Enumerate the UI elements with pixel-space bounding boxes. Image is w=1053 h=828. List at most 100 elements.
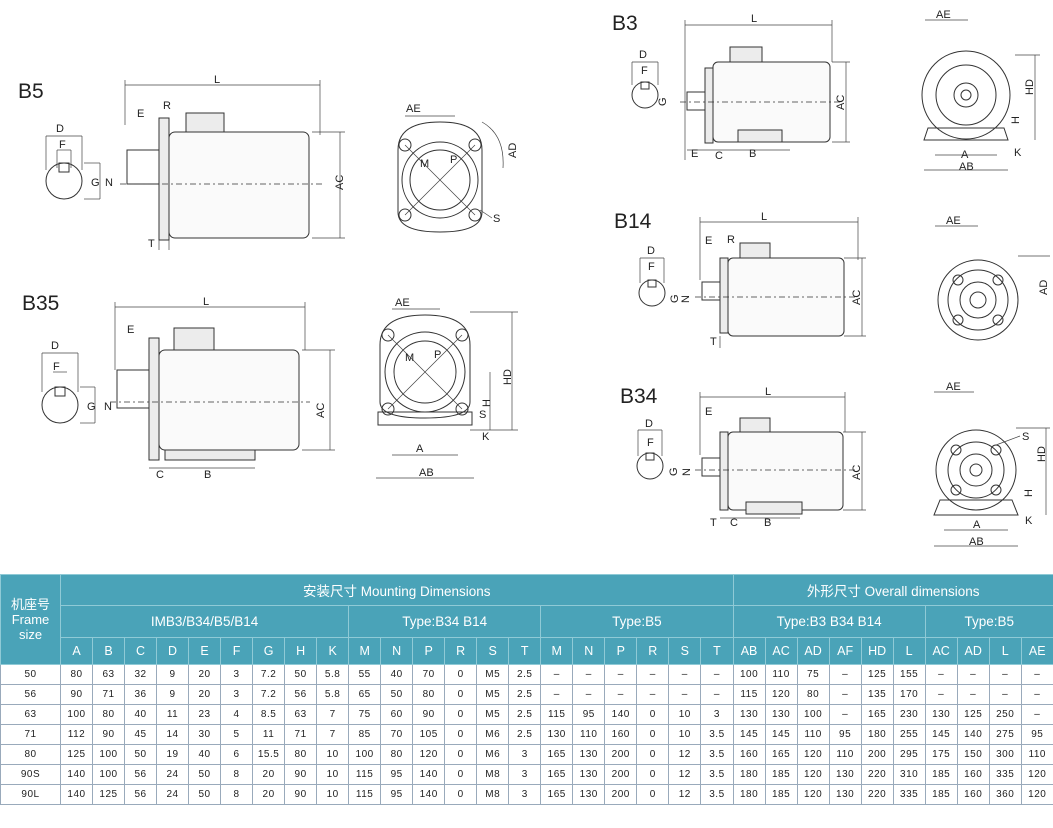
table-cell: 0 (636, 744, 670, 765)
table-cell: 165 (764, 744, 798, 765)
table-cell: – (924, 664, 958, 685)
b34-label-N: N (681, 468, 693, 476)
table-cell: 71 (92, 684, 126, 705)
column-header: S (668, 637, 702, 665)
b3-label-G: G (657, 97, 669, 106)
drawings-svg: B5 D F G N L E R AC T (18, 9, 1050, 548)
table-cell: 90 (92, 724, 126, 745)
column-header: R (444, 637, 478, 665)
b3-title: B3 (612, 12, 638, 35)
column-header: C (124, 637, 158, 665)
table-cell: 0 (636, 764, 670, 785)
table-cell: 50 (188, 784, 222, 805)
column-header: E (188, 637, 222, 665)
table-cell: 0 (444, 704, 478, 725)
b14-label-T: T (710, 336, 717, 348)
table-cell: 3.5 (700, 784, 734, 805)
table-cell: 20 (252, 764, 286, 785)
table-cell: 145 (764, 724, 798, 745)
table-cell: 75 (796, 664, 830, 685)
b35-motor-body (158, 349, 300, 451)
b14-label-L: L (761, 211, 767, 223)
table-cell: 170 (892, 684, 926, 705)
table-cell: 12 (668, 744, 702, 765)
frame-header-size: size (18, 627, 43, 642)
table-cell: 80 (59, 664, 94, 685)
b34-label-D: D (645, 418, 653, 430)
table-cell: 140 (412, 764, 446, 785)
b5-flange (158, 117, 170, 241)
b5-label-L: L (214, 74, 220, 86)
table-cell: 185 (764, 784, 798, 805)
table-cell: 295 (892, 744, 926, 765)
table-cell: 300 (988, 744, 1022, 765)
b35-label-AB: AB (419, 467, 434, 479)
b35-label-F: F (53, 361, 60, 373)
b35-label-HD: HD (502, 369, 514, 385)
table-cell: 0 (636, 704, 670, 725)
table-cell: 275 (988, 724, 1022, 745)
b34-label-A: A (973, 519, 981, 531)
table-cell: 165 (540, 764, 574, 785)
table-cell: 10 (668, 724, 702, 745)
frame-size-cell: 63 (0, 704, 61, 725)
b35-label-G: G (87, 401, 96, 413)
subgroup-b34-b14: Type:B34 B14 (348, 605, 542, 638)
table-cell: 125 (92, 784, 126, 805)
table-cell: 180 (732, 784, 766, 805)
table-cell: 50 (124, 744, 158, 765)
table-cell: 160 (604, 724, 638, 745)
b35-title: B35 (22, 292, 59, 315)
table-cell: 75 (348, 704, 382, 725)
column-header: N (572, 637, 606, 665)
table-cell: 20 (188, 664, 222, 685)
table-cell: 0 (636, 784, 670, 805)
table-cell: 71 (284, 724, 318, 745)
b3-label-F: F (641, 65, 648, 77)
table-cell: 0 (636, 724, 670, 745)
table-cell: 140 (59, 764, 94, 785)
table-cell: 95 (380, 764, 414, 785)
table-cell: 110 (572, 724, 606, 745)
table-cell: 63 (92, 664, 126, 685)
b34-label-E: E (705, 406, 712, 418)
table-cell: 23 (188, 704, 222, 725)
subgroup-b3-b34-b14: Type:B3 B34 B14 (732, 605, 926, 638)
table-cell: M5 (476, 664, 510, 685)
b14-label-G: G (669, 294, 681, 303)
frame-header-cn: 机座号 (10, 597, 50, 612)
table-cell: – (668, 664, 702, 685)
table-cell: 55 (348, 664, 382, 685)
table-cell: – (540, 664, 574, 685)
table-cell: 335 (892, 784, 926, 805)
table-cell: 0 (444, 664, 478, 685)
table-cell: 63 (284, 704, 318, 725)
table-cell: 3.5 (700, 764, 734, 785)
table-cell: 56 (124, 784, 158, 805)
table-cell: 10 (668, 704, 702, 725)
table-cell: 105 (412, 724, 446, 745)
column-header: F (220, 637, 254, 665)
table-cell: 220 (860, 784, 894, 805)
table-cell: 80 (412, 684, 446, 705)
table-cell: 10 (316, 764, 350, 785)
b35-label-D: D (51, 340, 59, 352)
column-header: T (508, 637, 542, 665)
table-cell: 40 (188, 744, 222, 765)
table-cell: 8 (220, 764, 254, 785)
b34-label-AE: AE (946, 381, 961, 393)
b35-label-K: K (482, 431, 490, 443)
table-cell: 100 (92, 764, 126, 785)
column-header: P (412, 637, 446, 665)
column-header: L (988, 637, 1022, 665)
b14-drawing: B14 D F G N L E R AC T AE (614, 210, 1050, 348)
table-cell: 115 (540, 704, 574, 725)
table-cell: 125 (860, 664, 894, 685)
table-cell: 165 (540, 784, 574, 805)
b3-label-H: H (1010, 116, 1022, 124)
table-cell: 220 (860, 764, 894, 785)
b35-terminal-box (173, 327, 215, 351)
